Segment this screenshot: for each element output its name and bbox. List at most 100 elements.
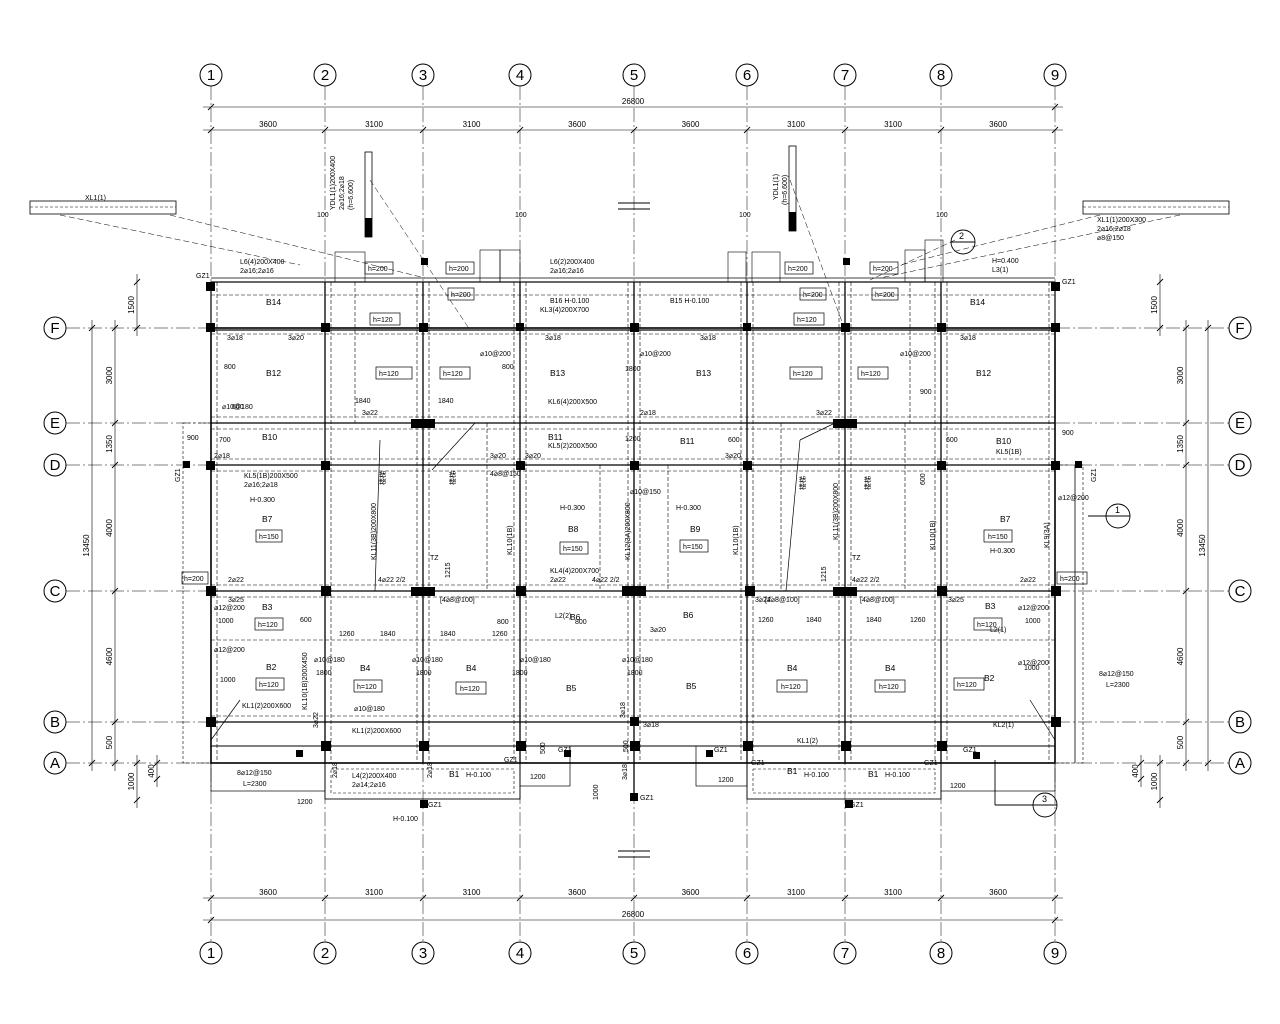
h120-b12-3: h=120 bbox=[793, 371, 813, 378]
axis-bubble-2-bottom bbox=[313, 941, 337, 965]
beam-kl9: KL9(3A) bbox=[1044, 522, 1051, 548]
dim-spans-top-text-5: 3100 bbox=[787, 120, 805, 129]
slab-b1-2: B1 bbox=[787, 766, 798, 776]
dim-1200-1: 1200 bbox=[297, 799, 313, 806]
stirrup-12-200-r3: ⌀12@200 bbox=[1018, 660, 1049, 667]
dim-800-c2: 800 bbox=[575, 619, 587, 626]
slab-b16: B16 H-0.100 bbox=[550, 298, 589, 305]
dim-total-top-text-0: 26800 bbox=[622, 97, 645, 106]
dim-spans-top-text-7: 3600 bbox=[989, 120, 1007, 129]
rebar-4-22-2: 4⌀22 2/2 bbox=[592, 577, 620, 584]
xl-right-bars: 2⌀16;2⌀18 bbox=[1097, 226, 1131, 233]
axis-label-4-bottom: 4 bbox=[516, 945, 524, 962]
stirrup-10-200-2: ⌀10@200 bbox=[640, 351, 671, 358]
axis-label-A-right: A bbox=[1235, 755, 1245, 772]
beam-kl6: KL6(4)200X500 bbox=[548, 399, 597, 406]
beam-kl10-2: KL10(1B)200X450 bbox=[302, 652, 309, 710]
dim-1800-b1: 1800 bbox=[316, 670, 332, 677]
ydl-left-label: YDL1(1)200X400 bbox=[330, 156, 337, 210]
slab-b5-1: B5 bbox=[566, 683, 577, 693]
dim-1840-2: 1840 bbox=[438, 398, 454, 405]
axis-label-D-left: D bbox=[50, 457, 61, 474]
dim-total-bottom-text-0: 26800 bbox=[622, 910, 645, 919]
gz1-b6: GZ1 bbox=[714, 747, 728, 754]
gz1-b1: GZ1 bbox=[428, 802, 442, 809]
beam-label-l6-4-bars: 2⌀16;2⌀16 bbox=[240, 268, 274, 275]
note-100-1: 100 bbox=[317, 212, 329, 219]
stirrup-10-180-b1: ⌀10@180 bbox=[314, 657, 345, 664]
dim-spans-top-text-0: 3600 bbox=[259, 120, 277, 129]
thickness-tags bbox=[181, 261, 1088, 695]
axis-label-A-left: A bbox=[50, 755, 60, 772]
slab-b3-right: B3 bbox=[985, 601, 996, 611]
h200-tag-4: h=200 bbox=[873, 266, 893, 273]
stirrup-12-200-l2: ⌀12@200 bbox=[214, 647, 245, 654]
axis-label-4-top: 4 bbox=[516, 67, 524, 84]
ydl-right-elev: (h=6.600) bbox=[782, 175, 789, 205]
beam-kl5-bars: 2⌀16;2⌀18 bbox=[244, 482, 278, 489]
axis-label-F-right: F bbox=[1235, 320, 1244, 337]
dim-900-3: 900 bbox=[1062, 430, 1074, 437]
elev-m03-1: H-0.300 bbox=[250, 497, 275, 504]
beam-kl5: KL5(2)200X500 bbox=[548, 443, 597, 450]
slab-b1-1: B1 bbox=[449, 769, 460, 779]
dim-spans-left-text-3: 4600 bbox=[105, 647, 114, 665]
dim-overhang-right-text-0: 1500 bbox=[1150, 296, 1159, 314]
stirrup-10-200-1: ⌀10@200 bbox=[480, 351, 511, 358]
h150-b8: h=150 bbox=[563, 546, 583, 553]
axis-label-5-top: 5 bbox=[630, 67, 638, 84]
axis-label-F-left: F bbox=[50, 320, 59, 337]
slab-b5-2: B5 bbox=[686, 681, 697, 691]
dim-spans-left-text-0: 3000 bbox=[105, 366, 114, 384]
gz1-left: GZ1 bbox=[175, 468, 182, 482]
axis-label-E-right: E bbox=[1235, 415, 1245, 432]
dim-600-1: 600 bbox=[232, 404, 244, 411]
dim-600-r: 600 bbox=[920, 473, 927, 485]
axis-label-8-top: 8 bbox=[937, 67, 945, 84]
columns bbox=[183, 212, 1082, 808]
h200-tag-7: h=200 bbox=[875, 292, 895, 299]
gz1-b9: GZ1 bbox=[963, 747, 977, 754]
section-mark-1: 1 bbox=[1115, 505, 1120, 515]
gz1-b4: GZ1 bbox=[504, 757, 518, 764]
rebar-3-18-b2: 3⌀18 bbox=[643, 722, 659, 729]
slab-b11-2: B11 bbox=[680, 436, 695, 446]
axis-bubble-4-bottom bbox=[508, 941, 532, 965]
dim-1000-a: 1000 bbox=[593, 784, 600, 800]
stirrup-10-180-b2: ⌀10@180 bbox=[412, 657, 443, 664]
gz1-top-left: GZ1 bbox=[196, 273, 210, 280]
h120-b2-left: h=120 bbox=[259, 682, 279, 689]
slab-b2-left: B2 bbox=[266, 662, 277, 672]
axis-label-3-top: 3 bbox=[419, 67, 427, 84]
beam-outline bbox=[29, 145, 1230, 858]
gz1-b5: GZ1 bbox=[558, 747, 572, 754]
axis-label-2-top: 2 bbox=[321, 67, 329, 84]
stirrup-12-200-r2: ⌀12@200 bbox=[1018, 605, 1049, 612]
beam-kl5-1b-r: KL5(1B) bbox=[996, 449, 1022, 456]
h200-left-strip: h=200 bbox=[184, 576, 204, 583]
axis-bubble-7-bottom bbox=[833, 941, 857, 965]
dim-total-left-text-0: 13450 bbox=[82, 534, 91, 557]
stirrup-48-100-2: [4⌀8@100] bbox=[765, 597, 800, 604]
dim-1800-b4: 1800 bbox=[627, 670, 643, 677]
annotation-labels: L6(4)200X400 2⌀16;2⌀16 L6(2)200X400 2⌀16… bbox=[85, 156, 1146, 823]
beam-kl10-1b-1: KL10(1B) bbox=[507, 525, 514, 555]
h200-tag-6: h=200 bbox=[803, 292, 823, 299]
h120-b12-1: h=120 bbox=[379, 371, 399, 378]
slab-b3-left: B3 bbox=[262, 602, 273, 612]
axis-bubble-9-bottom bbox=[1043, 941, 1067, 965]
note-100-2: 100 bbox=[515, 212, 527, 219]
beam-kl1-top: KL1(2)200X600 bbox=[242, 703, 291, 710]
dim-1215-1: 1215 bbox=[445, 562, 452, 578]
section-markers bbox=[950, 229, 1131, 818]
slab-b2-right: B2 bbox=[984, 673, 995, 683]
gz1-top-right: GZ1 bbox=[1062, 279, 1076, 286]
stirrup-12-200-l: ⌀12@200 bbox=[214, 605, 245, 612]
stirrup-12-200-r: ⌀12@200 bbox=[1058, 495, 1089, 502]
xl-left-label: XL1(1) bbox=[85, 195, 106, 202]
dim-bottom-left-text-0: 1000 bbox=[127, 772, 136, 790]
axis-label-2-bottom: 2 bbox=[321, 945, 329, 962]
rebar-3-22-b: 3⌀22 bbox=[313, 712, 320, 728]
rebar-3-20-1: 3⌀20 bbox=[288, 335, 304, 342]
axis-label-E-left: E bbox=[50, 415, 60, 432]
